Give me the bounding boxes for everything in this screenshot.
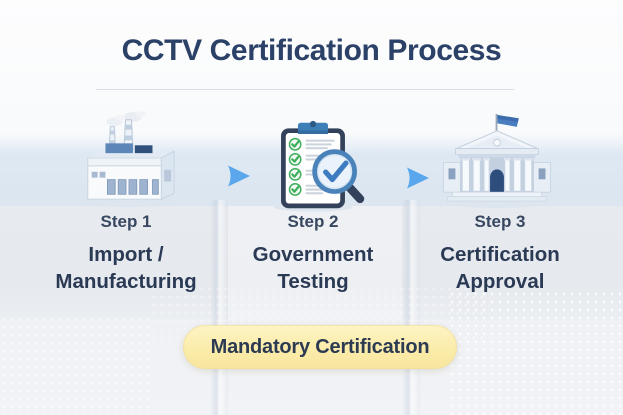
page-title: CCTV Certification Process [121,34,502,67]
title-divider [96,89,514,90]
step-1-name-line1: Import / [88,243,164,266]
step-3-name-line1: Certification [440,243,560,266]
step-2-label: Step 2 [287,212,339,231]
mandatory-certification-badge: Mandatory Certification [183,325,457,369]
arrow-right-icon [371,167,429,189]
inspection-clipboard-icon [273,120,365,212]
step-2-name-line2: Testing [277,270,349,294]
middle-column-tint [228,206,402,320]
badge-label: Mandatory Certification [210,335,430,358]
step-2-column: Step 2 Government Testing [221,212,405,296]
step-3-name: Certification Approval [408,241,592,296]
step-1-label: Step 1 [100,212,152,231]
step-1-name: Import / Manufacturing [34,241,218,296]
step-3-name-line2: Approval [455,270,545,294]
step-3-label: Step 3 [474,212,526,231]
step-2-name: Government Testing [221,241,405,296]
step-3-column: Step 3 Certification Approval [408,212,592,296]
government-building-icon [443,113,551,209]
arrow-right-icon [192,165,250,187]
step-2-name-line1: Government [252,243,374,266]
step-1-column: Step 1 Import / Manufacturing [34,212,218,296]
step-1-name-line2: Manufacturing [55,270,197,294]
factory-icon [81,111,175,208]
